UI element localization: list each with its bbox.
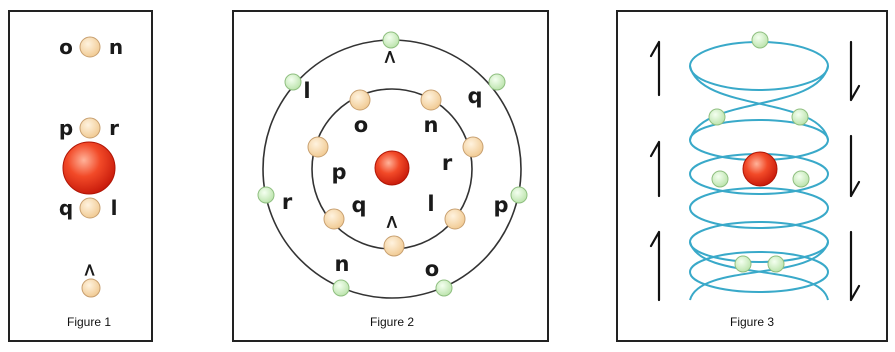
outer-electron xyxy=(751,31,769,49)
outer-electron xyxy=(792,170,810,188)
figure-1-electron-upper: p r xyxy=(59,116,119,140)
outer-shell-symbols: < l q r p n o xyxy=(282,49,509,281)
inner-electron xyxy=(79,197,101,219)
spin-up-arrows xyxy=(649,40,661,302)
figure-3-electrons xyxy=(708,31,810,273)
outer-electron xyxy=(510,186,528,204)
spin-symbol: r xyxy=(442,151,453,175)
inner-electron xyxy=(307,136,329,158)
figure-2: o n p r q l < < l q r p n o Fig xyxy=(232,10,549,342)
inner-electron xyxy=(383,235,405,257)
spin-symbol: o xyxy=(425,257,439,281)
inner-electron xyxy=(79,36,101,58)
spin-symbol: < xyxy=(381,214,403,230)
spin-symbol: l xyxy=(111,196,118,220)
spin-symbol: q xyxy=(351,193,366,217)
helix-loop xyxy=(689,241,829,301)
spin-symbol: r xyxy=(109,116,119,140)
figure-1-electron-bottom: < xyxy=(79,262,101,298)
down-arrow xyxy=(849,134,861,198)
spin-symbol: l xyxy=(303,79,310,103)
outer-electron xyxy=(791,108,809,126)
helix-loop xyxy=(689,65,829,141)
spin-symbol: n xyxy=(109,35,123,59)
figure-1-electron-lower: q l xyxy=(59,196,118,220)
outer-electron xyxy=(734,255,752,273)
helix-loop xyxy=(689,251,829,293)
outer-shell-electrons xyxy=(257,31,528,297)
spin-symbol: l xyxy=(427,192,434,216)
spin-symbol: < xyxy=(79,262,100,277)
helix-coil xyxy=(689,41,829,301)
outer-electron xyxy=(284,73,302,91)
inner-electron xyxy=(79,117,101,139)
nucleus xyxy=(742,151,778,187)
outer-electron xyxy=(332,279,350,297)
up-arrow xyxy=(649,230,661,302)
inner-electron xyxy=(349,89,371,111)
outer-electron xyxy=(488,73,506,91)
down-arrow xyxy=(849,230,861,302)
inner-electron xyxy=(462,136,484,158)
spin-symbol: n xyxy=(424,113,439,137)
inner-electron xyxy=(420,89,442,111)
figure-2-caption: Figure 2 xyxy=(370,315,414,329)
helix-loop xyxy=(689,187,829,229)
outer-electron xyxy=(382,31,400,49)
spin-symbol: p xyxy=(493,193,508,217)
spin-symbol: q xyxy=(59,196,73,220)
spin-symbol: < xyxy=(379,49,401,65)
up-arrow xyxy=(649,40,661,97)
inner-shell-symbols: o n p r q l < xyxy=(331,113,452,230)
up-arrow xyxy=(649,140,661,198)
inner-electron xyxy=(81,278,101,298)
outer-electron xyxy=(435,279,453,297)
outer-electron xyxy=(708,108,726,126)
nucleus xyxy=(374,150,410,186)
figure-1: o n p r q l < Figure 1 xyxy=(8,10,153,342)
down-arrow xyxy=(849,40,861,102)
figure-3: Figure 3 xyxy=(616,10,888,342)
outer-electron xyxy=(711,170,729,188)
figure-1-electron-o: o n xyxy=(59,35,123,59)
spin-symbol: n xyxy=(335,252,350,276)
outer-electron xyxy=(767,255,785,273)
figure-1-caption: Figure 1 xyxy=(67,315,111,329)
spin-symbol: o xyxy=(59,35,73,59)
spin-symbol: p xyxy=(59,116,73,140)
inner-shell-electrons xyxy=(307,89,484,257)
inner-electron xyxy=(444,208,466,230)
spin-down-arrows xyxy=(849,40,861,302)
figure-3-caption: Figure 3 xyxy=(730,315,774,329)
spin-symbol: r xyxy=(282,190,293,214)
spin-symbol: q xyxy=(467,84,482,108)
inner-electron xyxy=(323,208,345,230)
outer-electron xyxy=(257,186,275,204)
spin-symbol: o xyxy=(354,113,368,137)
spin-symbol: p xyxy=(331,160,346,184)
nucleus xyxy=(62,141,116,195)
